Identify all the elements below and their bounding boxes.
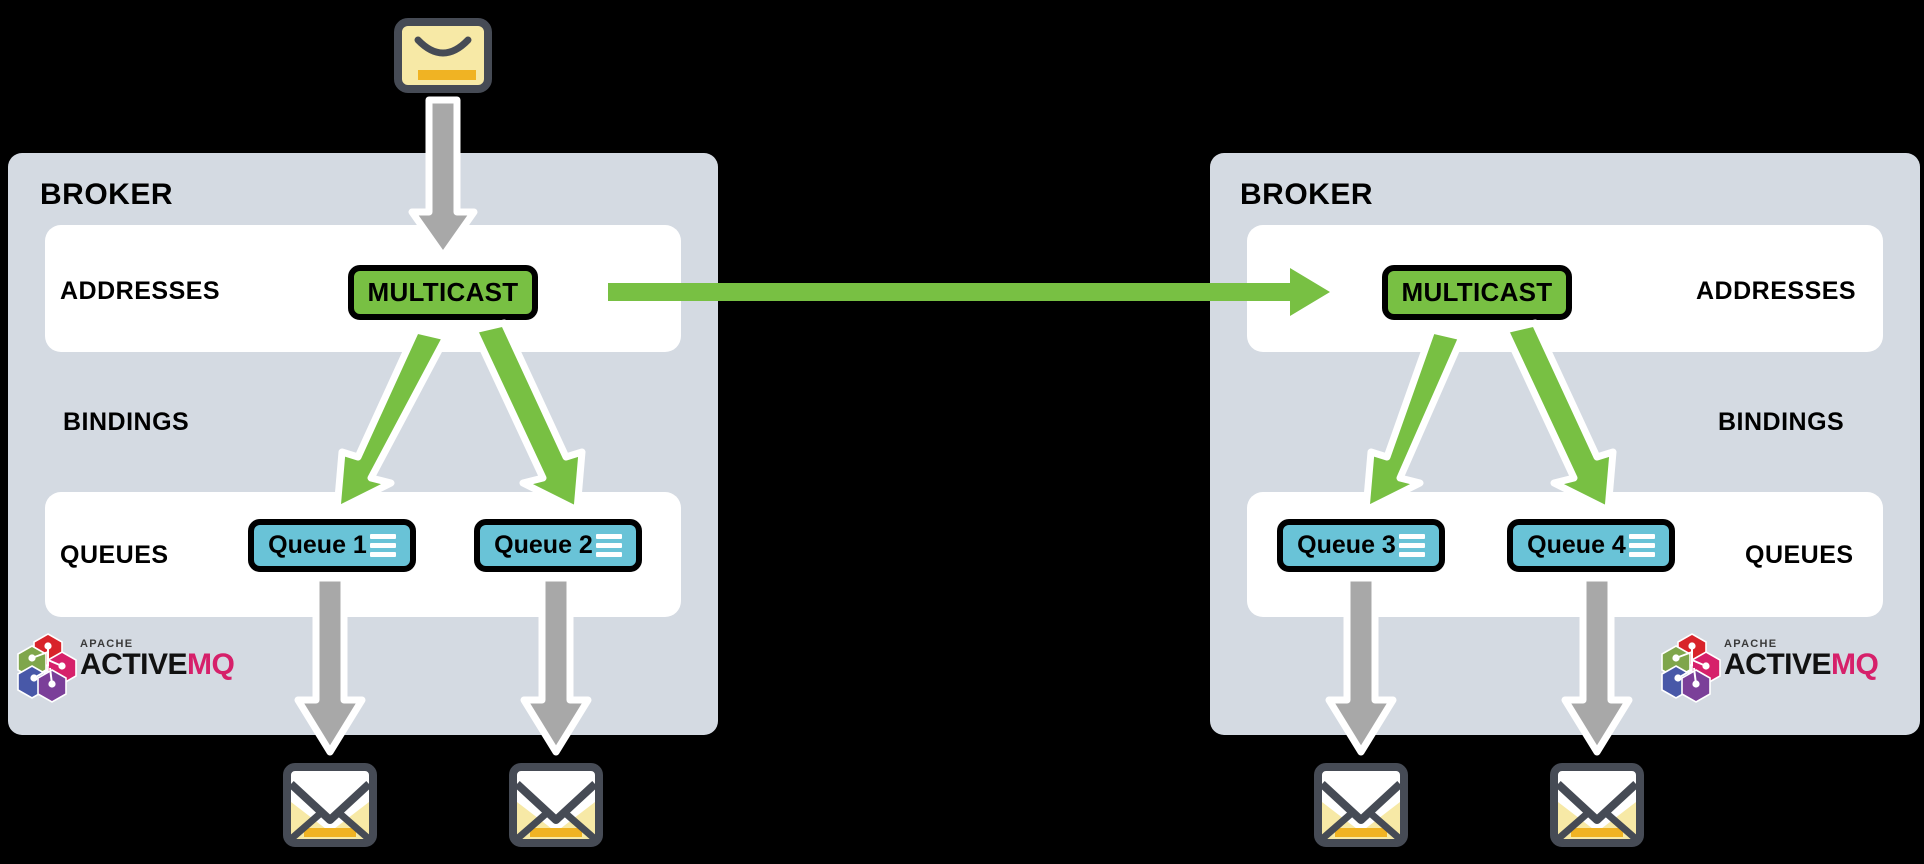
broker-title-right: BROKER [1240, 178, 1374, 211]
queues-label-left: QUEUES [60, 541, 169, 569]
activemq-hex-icon [17, 633, 77, 703]
bindings-label-left: BINDINGS [63, 408, 190, 436]
queue-box-queue-1[interactable]: Queue 1 [248, 519, 416, 572]
addresses-label-right: ADDRESSES [1696, 277, 1857, 305]
arrow-queue-4-to-consumer [1561, 574, 1633, 756]
arrow-multicast-bridge [608, 268, 1330, 316]
logo-mq-text: MQ [187, 648, 235, 681]
activemq-logo-right: APACHE ACTIVEMQ [1661, 632, 1912, 703]
arrow-multicast-to-queue-3 [1362, 326, 1466, 514]
queue-box-queue-2[interactable]: Queue 2 [474, 519, 642, 572]
logo-apache-text: APACHE [1724, 638, 1778, 650]
queue-label: Queue 4 [1527, 531, 1626, 559]
consumer-envelope-2 [508, 762, 604, 848]
list-icon [595, 534, 622, 557]
list-icon [1628, 534, 1655, 557]
logo-active-text: ACTIVE [80, 648, 188, 681]
consumer-envelope-3 [1313, 762, 1409, 848]
arrow-producer-to-multicast [408, 96, 478, 260]
consumer-envelope-1 [282, 762, 378, 848]
logo-active-text: ACTIVE [1724, 648, 1832, 681]
list-icon [1398, 534, 1425, 557]
queue-label: Queue 2 [494, 531, 593, 559]
arrow-multicast-to-queue-2 [470, 319, 586, 514]
list-icon [369, 534, 396, 557]
bindings-label-right: BINDINGS [1718, 408, 1845, 436]
activemq-logo-left: APACHE ACTIVEMQ [17, 632, 268, 703]
logo-apache-text: APACHE [80, 638, 134, 650]
arrow-queue-3-to-consumer [1325, 574, 1397, 756]
producer-envelope [394, 18, 492, 93]
consumer-envelope-4 [1549, 762, 1645, 848]
arrow-queue-2-to-consumer [520, 574, 592, 756]
queues-label-right: QUEUES [1745, 541, 1854, 569]
multicast-address-right[interactable]: MULTICAST [1382, 265, 1572, 320]
addresses-label-left: ADDRESSES [60, 277, 221, 305]
arrow-queue-1-to-consumer [294, 574, 366, 756]
queue-box-queue-4[interactable]: Queue 4 [1507, 519, 1675, 572]
queue-label: Queue 3 [1297, 531, 1396, 559]
activemq-hex-icon [1661, 633, 1721, 703]
queue-box-queue-3[interactable]: Queue 3 [1277, 519, 1445, 572]
arrow-multicast-to-queue-4 [1501, 319, 1617, 514]
multicast-address-left[interactable]: MULTICAST [348, 265, 538, 320]
broker-title-left: BROKER [40, 178, 174, 211]
arrow-multicast-to-queue-1 [333, 326, 450, 514]
logo-mq-text: MQ [1831, 648, 1879, 681]
queue-label: Queue 1 [268, 531, 367, 559]
